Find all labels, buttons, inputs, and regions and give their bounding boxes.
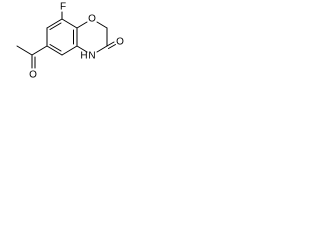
- bond-c5-c6-inner: [49, 44, 62, 52]
- ring-oxygen-label: O: [88, 14, 96, 25]
- bond-c8a-o1: [76, 21, 88, 29]
- bond-c3-o-a: [106, 41, 115, 47]
- bond-c3-o-b: [108, 44, 116, 49]
- chemical-structure: F O N H O O: [16, 2, 124, 81]
- fluorine-label: F: [60, 2, 66, 13]
- bond-c3-n4: [96, 45, 108, 53]
- benzene-ring: [46, 18, 78, 56]
- lactam-carbonyl: O: [106, 37, 124, 49]
- bond-c5-c6: [46, 45, 63, 56]
- bond-n4-c4a: [76, 45, 88, 53]
- bond-c7-c8: [46, 18, 63, 29]
- bond-c8-c8a: [61, 18, 78, 29]
- amide-oxygen-label: O: [116, 37, 124, 48]
- carbonyl-oxygen-label: O: [29, 70, 37, 81]
- fluorine-substituent: F: [60, 2, 66, 20]
- nitrogen-label: N: [88, 51, 95, 62]
- acetyl-substituent: O: [16, 45, 48, 81]
- bond-c6-cacyl: [31, 45, 48, 56]
- bond-c7-c8-inner: [49, 22, 62, 30]
- bond-c4a-c5: [61, 45, 78, 56]
- bond-o1-c2: [96, 21, 108, 29]
- hydrogen-label: H: [80, 51, 87, 62]
- oxazinone-ring: O N H: [76, 14, 108, 62]
- bond-cacyl-ch3: [16, 45, 33, 56]
